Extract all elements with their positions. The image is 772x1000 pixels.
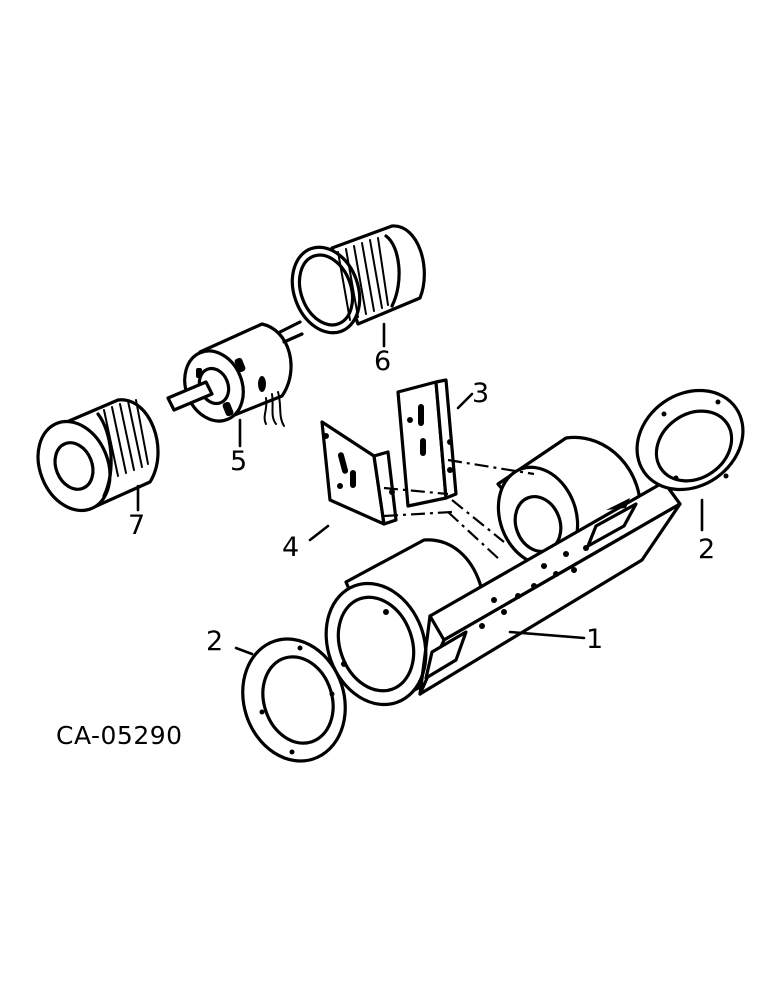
assembly-centerlines [383,458,535,561]
callout-housing: 1 [586,624,603,655]
callout-wheel-left: 7 [128,510,145,541]
callout-motor: 5 [230,446,247,477]
callout-ring-left: 2 [206,626,223,657]
mounting-bracket-lower [320,420,398,526]
callout-bracket-upper: 3 [472,378,489,409]
figure-id: CA-05290 [56,721,183,750]
flange-ring-right [635,388,745,492]
flange-ring-left [241,637,347,763]
callout-bracket-lower: 4 [282,532,299,563]
blower-motor [166,320,304,427]
leader-lines [136,322,704,656]
callout-ring-right: 2 [698,534,715,565]
blower-wheel-left [36,398,160,513]
blower-wheel-upper [290,224,426,335]
blower-housing [324,435,682,707]
mounting-bracket-upper [396,378,458,508]
callout-wheel-upper: 6 [374,346,391,377]
